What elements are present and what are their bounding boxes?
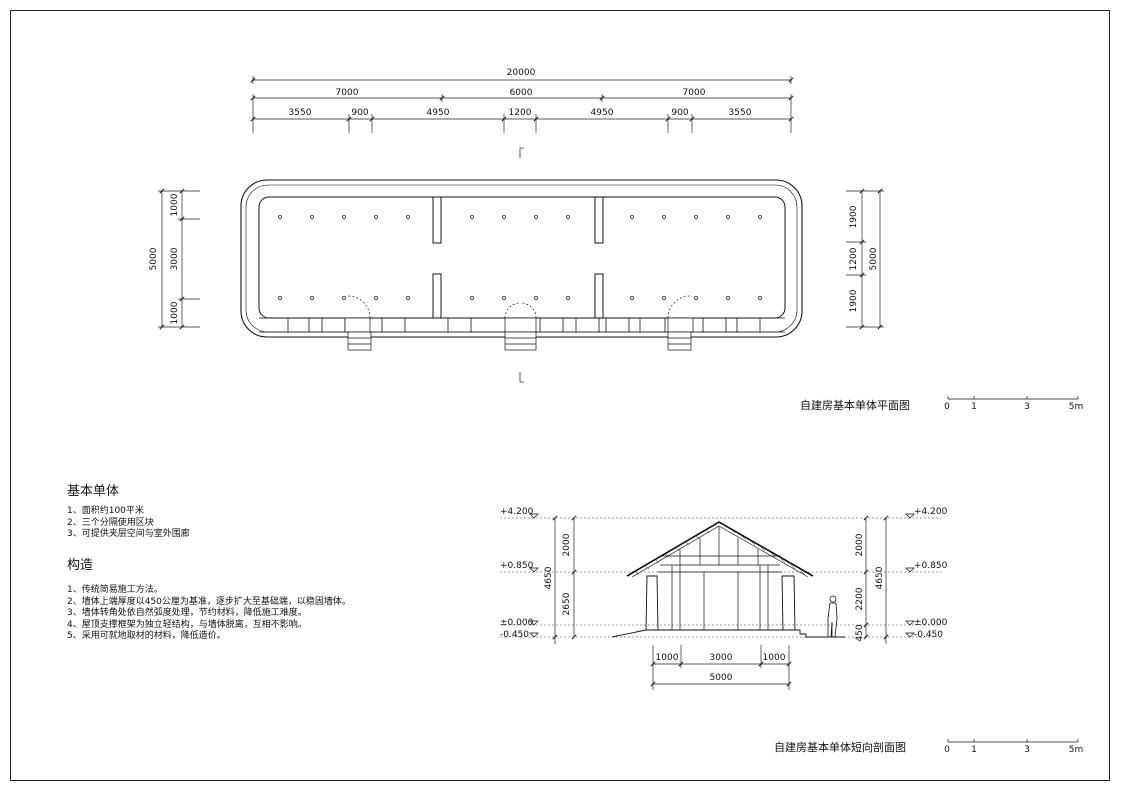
wall-mid-line [245,184,798,333]
section-dims-bottom [652,645,790,690]
door-center [504,302,537,351]
plan-dim-detail-4: 1200 [509,108,532,118]
entry-steps [795,629,818,638]
partition-wall [594,196,604,244]
plan-dim-left-total: 5000 [149,247,159,270]
plan-scale-5m: 5m [1069,402,1084,412]
door-right [667,295,694,351]
notes-item: 3、墙体转角处依自然弧度处理，节约材料，降低施工难度。 [67,608,307,619]
notes-item: 1、面积约100平米 [67,506,144,516]
section-dim-right-total: 4650 [875,566,885,589]
plan-dim-mid-1: 7000 [336,88,359,98]
plan-dim-right-1: 1900 [849,205,859,228]
section-dim-bottom-1: 1000 [656,653,679,663]
plan-dim-left-3: 1000 [170,301,180,324]
section-dim-right-2: 2200 [855,587,865,610]
plan-scale-1: 1 [971,402,977,412]
level-left-top: +4.200 [500,507,534,517]
floor-plan [240,179,803,351]
section-scale-5m: 5m [1069,745,1084,755]
inner-wall [258,196,786,319]
plan-dim-right-3: 1900 [849,289,859,312]
plan-dim-mid-3: 7000 [683,88,706,98]
notes-list-basic-unit: 1、面积约100平米 2、三个分隔使用区块 3、可提供夹层空间与室外围廊 [67,506,190,541]
section-dim-bottom-3: 1000 [763,653,786,663]
scale-figure [827,595,838,638]
plan-dim-detail-6: 900 [671,108,688,118]
section-dim-bottom-total: 5000 [710,673,733,683]
notes-title-basic-unit: 基本单体 [67,484,120,499]
notes-item: 1、传统简易施工方法。 [67,585,163,595]
column-markers [278,215,762,300]
plan-dim-detail-2: 900 [351,108,368,118]
section-dim-right-3: 450 [855,624,865,641]
level-right-top: +4.200 [914,507,948,517]
notes-title-construction: 构造 [67,558,94,573]
section-marker-bottom [519,372,524,383]
notes-item: 2、三个分隔使用区块 [67,517,154,528]
plan-scale-3: 3 [1024,402,1030,412]
section-caption: 自建房基本单体短向剖面图 [774,740,906,754]
level-markers [529,513,915,638]
notes-item: 2、墙体上端厚度以450公厘为基准，逐步扩大至基础端，以稳固墙体。 [67,596,351,607]
section-scale-1: 1 [971,745,977,755]
plan-dim-detail-1: 3550 [289,108,312,118]
plan-dim-total: 20000 [507,68,536,78]
roof [626,521,814,577]
plan-dim-detail-7: 3550 [729,108,752,118]
plan-scale-bar [947,396,1079,400]
notes-item: 5、采用可就地取材的材料，降低造价。 [67,631,226,642]
plan-dim-right-total: 5000 [869,247,879,270]
section-dim-left-total: 4650 [544,566,554,589]
plan-scale-0: 0 [944,402,950,412]
section-dims-left [554,518,575,644]
plan-dim-detail-5: 4950 [591,108,614,118]
plan-dim-mid-2: 6000 [510,88,533,98]
level-left-mid: +0.850 [500,561,534,571]
partition-wall [432,273,442,319]
notes-item: 3、可提供夹层空间与室外围廊 [67,529,190,540]
plan-dim-detail-3: 4950 [427,108,450,118]
partition-wall [432,196,442,244]
level-right-mid: +0.850 [914,561,948,571]
plan-dim-left-2: 3000 [170,247,180,270]
level-right-base: -0.450 [914,630,943,640]
interior-frame [658,565,782,630]
level-left-base: -0.450 [500,630,529,640]
plan-dims-right [846,190,884,328]
plan-dims-top [252,76,792,133]
section-marker-top [519,147,524,158]
building-section [611,521,845,638]
level-right-zero: ±0.000 [914,618,948,628]
section-scale-bar [947,739,1079,743]
notes-list-construction: 1、传统简易施工方法。 2、墙体上端厚度以450公厘为基准，逐步扩大至基础端，以… [67,585,351,643]
plan-caption: 自建房基本单体平面图 [800,398,910,412]
section-dim-bottom-2: 3000 [710,653,733,663]
plan-dim-left-1: 1000 [170,193,180,216]
notes-item: 4、屋顶支撑框架为独立轻结构，与墙体脱离，互相不影响。 [67,619,307,630]
partition-wall [594,273,604,319]
drawing-frame [10,10,1110,781]
outer-wall [240,179,803,338]
section-dim-left-1: 2000 [562,533,572,556]
door-left [344,295,372,351]
left-wall [645,575,659,631]
section-dims-right [865,518,887,644]
level-left-zero: ±0.000 [500,618,534,628]
section-scale-0: 0 [944,745,950,755]
roof-thatch [634,528,806,576]
section-scale-3: 3 [1024,745,1030,755]
plan-dim-right-2: 1200 [849,247,859,270]
section-dim-left-2: 2650 [562,592,572,615]
right-wall [781,575,796,631]
section-dim-right-1: 2000 [855,533,865,556]
